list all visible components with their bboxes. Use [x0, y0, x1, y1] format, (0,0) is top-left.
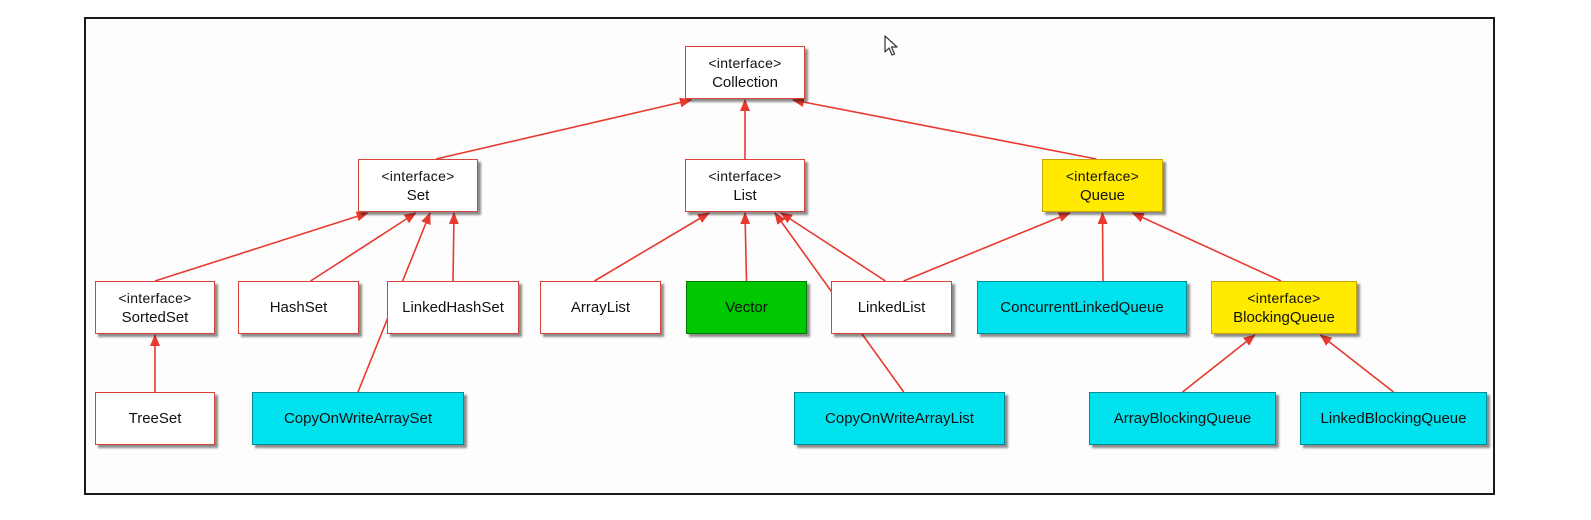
- node-concurrentlinkedqueue: ConcurrentLinkedQueue: [977, 281, 1187, 334]
- node-vector: Vector: [686, 281, 807, 334]
- node-linkedlist: LinkedList: [831, 281, 952, 334]
- node-name: SortedSet: [121, 308, 189, 326]
- stereotype-label: <interface>: [708, 167, 782, 184]
- stereotype-label: <interface>: [1065, 167, 1140, 184]
- node-linkedblockingqueue: LinkedBlockingQueue: [1300, 392, 1487, 445]
- node-name: TreeSet: [128, 409, 182, 427]
- stereotype-label: <interface>: [1247, 289, 1321, 306]
- node-hashset: HashSet: [238, 281, 359, 334]
- node-collection: <interface> Collection: [685, 46, 805, 99]
- node-name: Set: [406, 186, 430, 204]
- node-name: LinkedHashSet: [402, 298, 504, 316]
- node-name: Vector: [725, 298, 768, 316]
- node-name: ArrayBlockingQueue: [1113, 409, 1252, 427]
- node-name: BlockingQueue: [1233, 308, 1335, 326]
- node-treeset: TreeSet: [95, 392, 215, 445]
- node-list: <interface> List: [685, 159, 805, 212]
- node-sortedset: <interface> SortedSet: [95, 281, 215, 334]
- node-name: LinkedBlockingQueue: [1320, 409, 1467, 427]
- node-queue: <interface> Queue: [1042, 159, 1163, 212]
- node-name: ArrayList: [570, 298, 631, 316]
- stereotype-label: <interface>: [708, 54, 782, 71]
- mouse-cursor-icon: [884, 35, 898, 56]
- node-arrayblockingqueue: ArrayBlockingQueue: [1089, 392, 1276, 445]
- node-copyonwritearraylist: CopyOnWriteArrayList: [794, 392, 1005, 445]
- node-name: List: [733, 186, 757, 204]
- node-linkedhashset: LinkedHashSet: [387, 281, 519, 334]
- node-copyonwritearrayset: CopyOnWriteArraySet: [252, 392, 464, 445]
- node-set: <interface> Set: [358, 159, 478, 212]
- node-name: HashSet: [269, 298, 328, 316]
- node-name: Collection: [712, 73, 778, 91]
- stereotype-label: <interface>: [381, 167, 455, 184]
- node-arraylist: ArrayList: [540, 281, 661, 334]
- node-name: ConcurrentLinkedQueue: [1000, 298, 1164, 316]
- node-blockingqueue: <interface> BlockingQueue: [1211, 281, 1357, 334]
- node-name: CopyOnWriteArrayList: [825, 409, 974, 427]
- node-name: LinkedList: [857, 298, 926, 316]
- stereotype-label: <interface>: [118, 289, 192, 306]
- node-name: CopyOnWriteArraySet: [283, 409, 433, 427]
- node-name: Queue: [1079, 186, 1126, 204]
